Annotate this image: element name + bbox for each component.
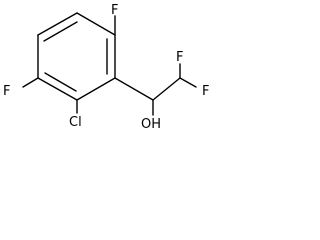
bond-c-f-right-bottom (179, 77, 197, 88)
atom-label-cl: Cl (69, 115, 82, 130)
atom-label-f-top: F (111, 3, 118, 18)
ring-bond-top-left-inner (43, 21, 78, 42)
ring-bond-top-left (37, 12, 78, 36)
molecule-structure: F F Cl OH F F (3, 3, 209, 132)
ring-bond-bottom-right (76, 77, 116, 101)
bond-c-f-left (22, 77, 39, 88)
atom-label-f-right-top: F (176, 50, 183, 65)
atom-label-f-left: F (3, 84, 10, 99)
ring-bond-top-right (76, 12, 116, 36)
bond-chain-c2 (152, 77, 181, 101)
bond-ring-chain (114, 77, 154, 101)
atom-label-oh: OH (141, 117, 161, 132)
benzene-ring (37, 12, 116, 101)
ring-bond-bottom-left (37, 77, 78, 101)
atom-label-f-right-bottom: F (202, 84, 209, 99)
ring-bond-bottom-left-inner (44, 72, 77, 92)
